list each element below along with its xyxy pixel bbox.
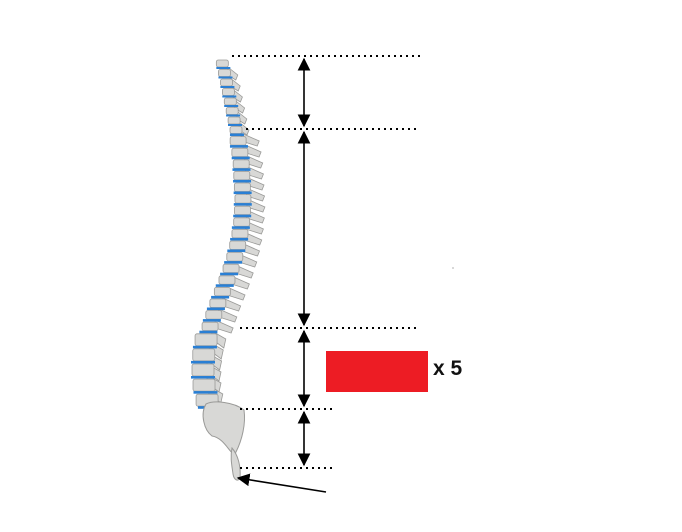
intervertebral-disc bbox=[226, 114, 241, 117]
multiplier-label: x 5 bbox=[433, 357, 463, 380]
vertebra bbox=[192, 348, 216, 362]
intervertebral-disc bbox=[220, 86, 235, 88]
spine-illustration bbox=[191, 59, 266, 481]
intervertebral-disc bbox=[233, 179, 252, 183]
vertebra bbox=[205, 310, 223, 320]
label-box bbox=[326, 351, 428, 392]
intervertebral-disc bbox=[202, 319, 221, 322]
vertebra bbox=[226, 252, 244, 262]
vertebra bbox=[229, 126, 243, 134]
vertebra bbox=[201, 321, 219, 332]
vertebra bbox=[234, 205, 251, 216]
vertebra bbox=[232, 159, 250, 169]
vertebra bbox=[229, 240, 247, 250]
intervertebral-disc bbox=[215, 284, 234, 287]
vertebra bbox=[213, 286, 231, 297]
intervertebral-disc bbox=[231, 226, 250, 229]
intervertebral-disc bbox=[233, 191, 252, 195]
vertebra bbox=[218, 69, 231, 77]
intervertebral-disc bbox=[233, 203, 252, 206]
vertebra bbox=[231, 147, 249, 158]
intervertebral-disc bbox=[224, 261, 243, 264]
vertebra bbox=[225, 107, 239, 115]
intervertebral-disc bbox=[231, 156, 250, 160]
intervertebral-disc bbox=[199, 330, 218, 334]
guide-lines bbox=[232, 55, 422, 469]
sacrum bbox=[202, 401, 245, 455]
vertebra bbox=[209, 298, 227, 308]
intervertebral-disc bbox=[192, 345, 217, 349]
intervertebral-disc bbox=[218, 76, 233, 79]
vertebra bbox=[215, 59, 229, 68]
vertebra bbox=[233, 217, 251, 227]
vertebra bbox=[220, 78, 233, 87]
vertebra bbox=[194, 333, 218, 347]
vertebra bbox=[233, 182, 251, 192]
vertebra bbox=[234, 194, 252, 204]
vertebra bbox=[191, 363, 215, 377]
intervertebral-disc bbox=[211, 295, 230, 299]
intervertebral-disc bbox=[224, 105, 239, 107]
coccyx bbox=[230, 446, 241, 481]
vertebra bbox=[233, 170, 251, 181]
intervertebral-disc bbox=[206, 307, 225, 311]
intervertebral-disc bbox=[193, 391, 218, 394]
vertebra bbox=[221, 88, 235, 96]
intervertebral-disc bbox=[216, 67, 231, 69]
vertebra bbox=[222, 263, 240, 274]
intervertebral-disc bbox=[232, 168, 251, 171]
vertebra bbox=[227, 116, 241, 125]
intervertebral-disc bbox=[230, 237, 249, 241]
vertebra bbox=[192, 378, 216, 392]
intervertebral-disc bbox=[191, 376, 215, 379]
intervertebral-disc bbox=[229, 133, 244, 137]
vertebra bbox=[231, 228, 249, 239]
intervertebral-disc bbox=[227, 249, 246, 253]
coccyx-pointer-arrow bbox=[236, 473, 327, 493]
intervertebral-disc bbox=[228, 124, 242, 126]
intervertebral-disc bbox=[220, 272, 239, 276]
vertebra bbox=[223, 97, 237, 106]
intervertebral-disc bbox=[191, 360, 215, 364]
speck bbox=[452, 267, 454, 269]
intervertebral-disc bbox=[222, 95, 237, 98]
intervertebral-disc bbox=[229, 145, 248, 148]
vertebra bbox=[229, 136, 247, 146]
intervertebral-disc bbox=[233, 214, 252, 218]
vertebra bbox=[218, 275, 236, 285]
